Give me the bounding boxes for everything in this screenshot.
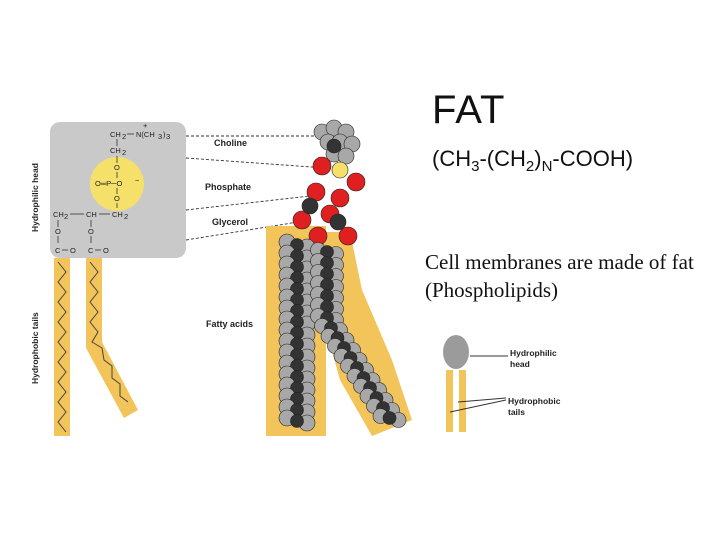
label-fatty-acids: Fatty acids <box>206 319 253 329</box>
legend-pointer-tails-a <box>457 397 507 403</box>
carbon-atom <box>290 414 304 428</box>
chem-plus: + <box>143 121 148 130</box>
space-filling-molecule <box>278 119 407 432</box>
legend-tail-right <box>459 370 466 432</box>
legend-tail-left <box>446 370 453 432</box>
hydrophobic-tails-side-label: Hydrophobic tails <box>30 312 40 384</box>
carbon-atom <box>329 213 347 231</box>
chem-gly-right: CH <box>112 210 123 219</box>
legend-head-line1: Hydrophilic <box>510 348 557 358</box>
chem-gly-left: CH <box>53 210 64 219</box>
oxygen-atom <box>312 156 332 176</box>
chem-sub-a: 2 <box>122 132 126 141</box>
phosphorus-atom <box>331 161 349 179</box>
legend-head-label: Hydrophilic head <box>510 348 559 369</box>
legend-tails-line1: Hydrophobic <box>508 396 561 406</box>
tail-kinked-zigzag <box>89 261 129 403</box>
tail-kinked-strip <box>86 258 138 418</box>
formula-part-4: -COOH) <box>552 146 634 171</box>
chem-o-bottom: O <box>114 194 120 203</box>
chem-c-d: O <box>103 246 109 255</box>
label-phosphate: Phosphate <box>205 182 251 192</box>
chem-minus: − <box>135 176 140 185</box>
chem-o-left: O <box>55 227 61 236</box>
chem-sub-b: 3 <box>158 132 162 141</box>
formula-part-1: (CH <box>432 146 472 171</box>
chem-sub-c: 3 <box>166 132 170 141</box>
legend-head-ellipse <box>443 335 469 369</box>
chem-n-close: ) <box>163 130 166 139</box>
phosphate-group-circle <box>90 157 144 211</box>
chem-c-c: C <box>88 246 94 255</box>
label-glycerol: Glycerol <box>212 217 248 227</box>
connector-phosphate-lower <box>185 195 311 211</box>
chem-o-right: O <box>88 227 94 236</box>
chem-o-top: O <box>114 163 120 172</box>
chem-ch2-mid: CH <box>110 146 121 155</box>
chem-ch2-top: CH <box>110 130 121 139</box>
chem-c-a: C <box>55 246 61 255</box>
choline-atom <box>337 147 355 165</box>
legend-tails-label: Hydrophobic tails <box>508 396 563 417</box>
legend-pointer-tails-b <box>449 399 507 413</box>
chem-sub-e: 2 <box>64 212 68 221</box>
legend-head-line2: head <box>510 359 530 369</box>
formula-sub-1: 3 <box>471 158 480 175</box>
chem-sub-d: 2 <box>122 148 126 157</box>
chem-c-b: O <box>70 246 76 255</box>
formula-sub-2: 2 <box>525 158 535 175</box>
formula-part-3: ) <box>534 146 542 171</box>
label-choline: Choline <box>214 138 247 148</box>
formula-part-2: -(CH <box>479 146 526 171</box>
formula-sub-3: N <box>541 158 553 175</box>
connector-glycerol <box>185 221 299 241</box>
tail-straight-zigzag <box>57 261 67 433</box>
oxygen-atom <box>338 226 358 246</box>
oxygen-atom <box>346 172 366 192</box>
chem-sub-f: 2 <box>124 212 128 221</box>
chem-gly-mid: CH <box>86 210 97 219</box>
legend-tails-line2: tails <box>508 407 525 417</box>
carbon-atom <box>382 411 397 425</box>
chem-n-group: N(CH <box>136 130 155 139</box>
oxygen-atom <box>292 210 312 230</box>
membrane-caption: Cell membranes are made of fat (Phosphol… <box>425 250 694 302</box>
fat-formula: (CH3-(CH2)N-COOH) <box>432 146 633 175</box>
chem-phosphate-core: O═P─O <box>95 179 122 188</box>
choline-atom <box>326 138 342 154</box>
oxygen-atom <box>330 188 350 208</box>
fat-title: FAT <box>432 88 506 132</box>
hydrophilic-head-side-label: Hydrophilic head <box>30 163 40 232</box>
connector-phosphate <box>185 157 327 169</box>
carbon-atom <box>301 197 319 215</box>
